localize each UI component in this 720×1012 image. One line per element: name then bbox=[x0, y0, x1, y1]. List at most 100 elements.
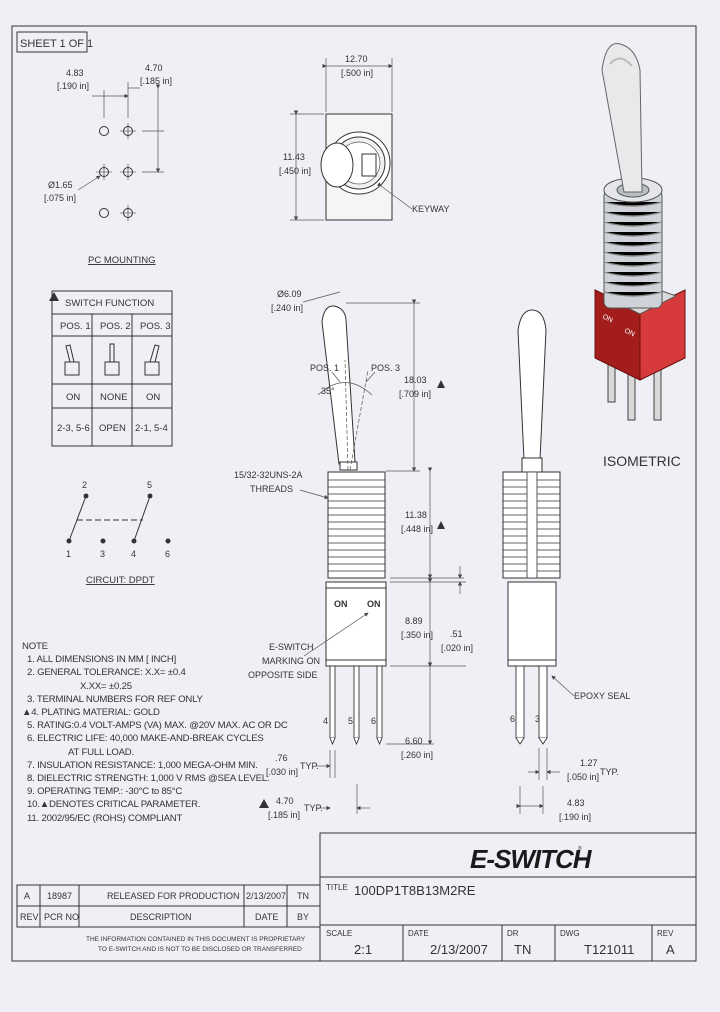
side-pin-label-3: 3 bbox=[535, 714, 540, 724]
rev-header-rev: REV bbox=[20, 912, 39, 922]
top-view: 12.70 [.500 in] 11.43 [.450 in] KEYWAY bbox=[279, 54, 450, 221]
notes-block: NOTE 1. ALL DIMENSIONS IN MM [ INCH] 2. … bbox=[22, 640, 288, 825]
pin-len-in: [.260 in] bbox=[401, 750, 433, 760]
rev-label: REV bbox=[657, 929, 674, 938]
pc-mounting-view: 4.83 [.190 in] 4.70 [.185 in] Ø1.65 [.07… bbox=[44, 63, 172, 266]
date-value: 2/13/2007 bbox=[430, 942, 488, 957]
note-9: 9. OPERATING TEMP.: -30°C to 85°C bbox=[27, 786, 183, 798]
top-height-in: [.450 in] bbox=[279, 166, 311, 176]
disclaimer-2: TO E-SWITCH AND IS NOT TO BE DISCLOSED O… bbox=[98, 946, 302, 953]
sf-state-1: ON bbox=[66, 392, 80, 403]
iso-mark-right: ON bbox=[623, 328, 636, 339]
note-5: 5. RATING:0.4 VOLT-AMPS (VA) MAX. @20V M… bbox=[27, 720, 288, 732]
marking-1: E-SWITCH bbox=[269, 642, 314, 652]
rev-row-desc: RELEASED FOR PRODUCTION bbox=[107, 891, 240, 901]
switch-function-table: SWITCH FUNCTION POS. 1 POS. 2 POS. 3 ON … bbox=[49, 290, 173, 447]
pin-w-mm: .76 bbox=[275, 753, 288, 763]
circuit-diagram: 2 5 1 3 4 6 CIRCUIT: DPDT bbox=[66, 480, 171, 586]
pitch-mm: 4.70 bbox=[276, 796, 294, 806]
rev-header-pcr: PCR NO bbox=[44, 912, 79, 922]
sf-header-1: POS. 1 bbox=[60, 321, 91, 332]
tip-dia-in: [.240 in] bbox=[271, 303, 303, 313]
pin-label-6: 6 bbox=[371, 716, 376, 726]
note-6b: AT FULL LOAD. bbox=[68, 746, 134, 758]
dwg-value: T121011 bbox=[584, 942, 634, 957]
scale-label: SCALE bbox=[326, 929, 352, 938]
switch-function-title: SWITCH FUNCTION bbox=[65, 298, 154, 309]
pc-dim-b-mm: 4.70 bbox=[145, 63, 163, 73]
pin-w-typ: TYP. bbox=[300, 761, 319, 771]
sheet-label: SHEET 1 OF 1 bbox=[20, 38, 93, 50]
disclaimer-1: THE INFORMATION CONTAINED IN THIS DOCUME… bbox=[86, 936, 306, 943]
rev-header-desc: DESCRIPTION bbox=[130, 912, 192, 922]
side-view: 6 3 EPOXY SEAL 1.27 [.050 in] TYP. 4.83 … bbox=[502, 309, 630, 822]
marking-3: OPPOSITE SIDE bbox=[248, 670, 318, 680]
note-11: 11. 2002/95/EC (ROHS) COMPLIANT bbox=[27, 812, 183, 824]
body-in: [.350 in] bbox=[401, 630, 433, 640]
gap-in: [.020 in] bbox=[441, 643, 473, 653]
sf-terminals-3: 2-1, 5-4 bbox=[135, 423, 168, 434]
circuit-title: CIRCUIT: DPDT bbox=[86, 575, 155, 586]
pc-hole-mm: Ø1.65 bbox=[48, 180, 73, 190]
sf-header-2: POS. 2 bbox=[100, 321, 131, 332]
pc-dim-b-in: [.185 in] bbox=[140, 76, 172, 86]
circuit-terminal-6: 6 bbox=[165, 549, 170, 559]
note-8: 8. DIELECTRIC STRENGTH: 1,000 V RMS @SEA… bbox=[27, 773, 270, 785]
side-pitch-mm: 4.83 bbox=[567, 798, 585, 808]
angle-label: 35° bbox=[321, 386, 335, 396]
circuit-terminal-4: 4 bbox=[131, 549, 136, 559]
circuit-terminal-1: 1 bbox=[66, 549, 71, 559]
pin-w-in: [.030 in] bbox=[266, 767, 298, 777]
side-pin-w-mm: 1.27 bbox=[580, 758, 598, 768]
part-title: 100DP1T8B13M2RE bbox=[354, 883, 476, 898]
e-switch-logo: E-SWITCH ® bbox=[470, 844, 594, 874]
thread-spec: 15/32-32UNS-2A bbox=[234, 470, 303, 480]
pitch-in: [.185 in] bbox=[268, 810, 300, 820]
scale-value: 2:1 bbox=[354, 942, 372, 957]
rev-header-date: DATE bbox=[255, 912, 278, 922]
toggle-pos1-icon bbox=[64, 344, 80, 376]
pc-dim-a-in: [.190 in] bbox=[57, 81, 89, 91]
length-mm: 18.03 bbox=[404, 375, 427, 385]
pc-holes bbox=[96, 123, 136, 221]
iso-mark-left: ON bbox=[601, 314, 614, 325]
notes-title: NOTE bbox=[22, 641, 48, 652]
bushing-in: [.448 in] bbox=[401, 524, 433, 534]
pin-label-4: 4 bbox=[323, 716, 328, 726]
sf-terminals-2: OPEN bbox=[99, 423, 126, 434]
body-mm: 8.89 bbox=[405, 616, 423, 626]
note-3: 3. TERMINAL NUMBERS FOR REF ONLY bbox=[27, 693, 203, 705]
pitch-typ: TYP. bbox=[304, 803, 323, 813]
top-height-mm: 11.43 bbox=[283, 152, 305, 162]
pin-len-mm: 6.60 bbox=[405, 736, 423, 746]
front-view: Ø6.09 [.240 in] POS. 1 POS. 3 35° 18.03 … bbox=[234, 289, 473, 820]
note-1: 1. ALL DIMENSIONS IN MM [ INCH] bbox=[27, 654, 177, 666]
note-10: 10.▲DENOTES CRITICAL PARAMETER. bbox=[27, 799, 201, 811]
body-on-left: ON bbox=[334, 599, 348, 609]
sheet-label-box bbox=[16, 31, 88, 53]
marking-2: MARKING ON bbox=[262, 656, 320, 666]
note-7: 7. INSULATION RESISTANCE: 1,000 MEGA-OHM… bbox=[27, 759, 258, 771]
title-block: E-SWITCH ® TITLE 100DP1T8B13M2RE SCALE 2… bbox=[319, 832, 697, 962]
sf-header-3: POS. 3 bbox=[140, 321, 171, 332]
sf-state-2: NONE bbox=[100, 392, 127, 403]
toggle-pos2-icon bbox=[104, 343, 120, 376]
svg-text:®: ® bbox=[578, 845, 582, 852]
pos1-label: POS. 1 bbox=[310, 363, 339, 373]
pc-hole-in: [.075 in] bbox=[44, 193, 76, 203]
isometric-label: ISOMETRIC bbox=[603, 453, 681, 469]
length-in: [.709 in] bbox=[399, 389, 431, 399]
dr-value: TN bbox=[514, 942, 531, 957]
top-keyway: KEYWAY bbox=[412, 204, 450, 214]
top-width-in: [.500 in] bbox=[341, 68, 373, 78]
note-6: 6. ELECTRIC LIFE: 40,000 MAKE-AND-BREAK … bbox=[27, 733, 264, 745]
title-label: TITLE bbox=[326, 883, 348, 892]
rev-row-rev: A bbox=[24, 891, 30, 901]
side-pin-label-6: 6 bbox=[510, 714, 515, 724]
date-label: DATE bbox=[408, 929, 429, 938]
pc-mounting-title: PC MOUNTING bbox=[88, 255, 156, 266]
rev-row-by: TN bbox=[297, 891, 309, 901]
dr-label: DR bbox=[507, 929, 519, 938]
tip-dia-mm: Ø6.09 bbox=[277, 289, 302, 299]
top-width-mm: 12.70 bbox=[345, 54, 368, 64]
